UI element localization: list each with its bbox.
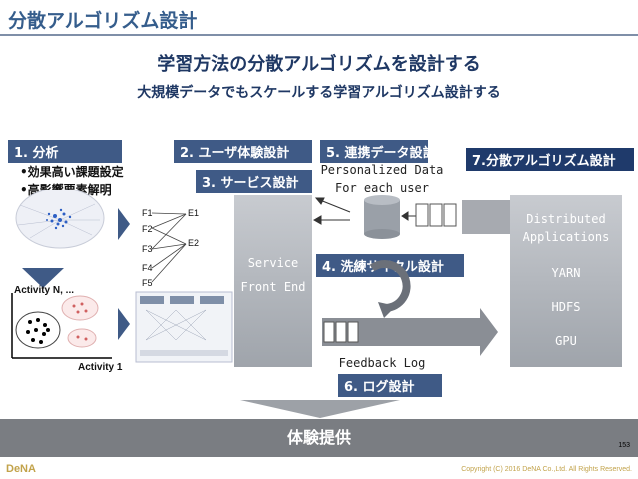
f-node-label: F1 — [142, 208, 153, 218]
slide-title: 分散アルゴリズム設計 — [8, 10, 198, 32]
company-logo: DeNA — [6, 463, 36, 475]
service-frontend-box — [234, 195, 312, 367]
applications-label: Applications — [522, 230, 610, 244]
step-service-design: 3. サービス設計 — [196, 170, 312, 193]
analysis-graphics — [11, 190, 233, 363]
f-node-label: F2 — [142, 224, 153, 234]
title-rule — [0, 34, 638, 36]
cluster-graph — [15, 190, 105, 249]
copyright-text: Copyright (C) 2016 DeNA Co.,Ltd. All Rig… — [461, 466, 632, 473]
e-node-label: E1 — [188, 208, 200, 218]
scatter-ylabel: Activity N, ... — [14, 285, 75, 296]
right-arrow-icon — [118, 308, 130, 340]
page-number: 153 — [618, 442, 630, 449]
bullet-item: •効果高い課題設定 — [20, 165, 124, 179]
sub-heading: 大規模データでもスケールする学習アルゴリズム設計する — [137, 85, 501, 101]
down-arrow-icon — [22, 268, 64, 288]
step-analysis: 1. 分析 — [8, 140, 122, 163]
dist-item: HDFS — [551, 300, 581, 314]
frontend-label: Front End — [240, 280, 306, 294]
dist-item: GPU — [555, 334, 577, 348]
main-heading: 学習方法の分散アルゴリズムを設計する — [157, 54, 481, 75]
scatter-plot — [11, 293, 112, 359]
distributed-apps-box — [510, 195, 622, 367]
neural-network-panel — [135, 291, 233, 363]
step-data-link-design: 5. 連携データ設計 — [320, 140, 436, 163]
step-log-design: 6. ログ設計 — [338, 374, 442, 397]
right-arrow-icon — [118, 208, 130, 240]
data-flow-graphics — [312, 195, 512, 356]
f-node-label: F4 — [142, 263, 153, 273]
e-node-label: E2 — [188, 238, 200, 248]
feedback-log-label: Feedback Log — [338, 356, 426, 370]
step-dist-algo-design: 7.分散アルゴリズム設計 — [466, 148, 634, 171]
data-arrow-left — [462, 200, 512, 234]
f-node-label: F5 — [142, 278, 153, 288]
feedback-arrow — [322, 308, 498, 356]
service-label: Service — [247, 256, 299, 270]
f-node-label: F3 — [142, 244, 153, 254]
document-stack-icon — [415, 203, 457, 227]
scatter-xlabel: Activity 1 — [78, 362, 123, 373]
document-stack-icon — [323, 321, 359, 343]
personalized-data-sub: For each user — [335, 181, 429, 195]
cycle-icon — [369, 260, 411, 318]
step-ux-design: 2. ユーザ体験設計 — [174, 140, 312, 163]
down-chevron-icon — [240, 400, 400, 418]
feature-network — [151, 212, 187, 283]
distributed-label: Distributed — [526, 212, 606, 226]
dist-item: YARN — [551, 266, 581, 280]
footer-bar: 体験提供 — [0, 419, 638, 457]
database-icon — [364, 195, 400, 239]
personalized-data-label: Personalized Data — [320, 163, 444, 177]
